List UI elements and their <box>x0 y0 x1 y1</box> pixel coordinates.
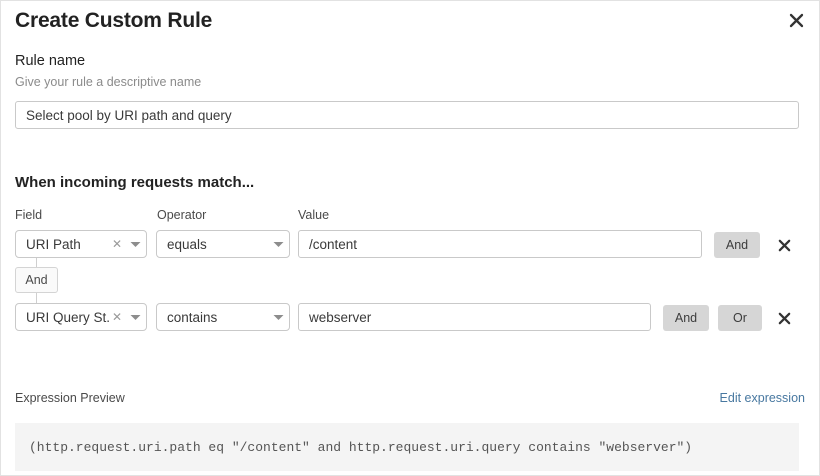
condition-row: URI Query St... ✕ contains <box>1 303 819 331</box>
chevron-down-icon[interactable] <box>267 314 289 321</box>
rule-name-label: Rule name <box>15 53 86 69</box>
rule-name-input[interactable] <box>15 101 799 129</box>
operator-select-1-value: equals <box>167 236 207 252</box>
close-icon <box>778 312 791 325</box>
match-section-heading: When incoming requests match... <box>15 174 255 191</box>
chevron-down-icon[interactable] <box>267 241 289 248</box>
connector-line-top <box>36 258 37 268</box>
clear-x-icon[interactable]: ✕ <box>111 310 123 324</box>
expression-preview-text: (http.request.uri.path eq "/content" and… <box>29 439 693 455</box>
edit-expression-link[interactable]: Edit expression <box>719 391 805 405</box>
field-select-1[interactable]: URI Path ✕ <box>15 230 147 258</box>
operator-select-1[interactable]: equals <box>156 230 290 258</box>
connector-line-bottom <box>36 293 37 303</box>
column-header-operator: Operator <box>157 208 207 222</box>
connector-and-badge[interactable]: And <box>15 267 58 293</box>
condition-row: URI Path ✕ equals <box>1 230 819 258</box>
delete-row-1-button[interactable] <box>773 234 795 256</box>
value-input-2[interactable] <box>298 303 651 331</box>
chevron-down-icon[interactable] <box>124 314 146 321</box>
and-button-row-2[interactable]: And <box>663 305 709 331</box>
column-header-value: Value <box>298 208 330 222</box>
value-input-1[interactable] <box>298 230 702 258</box>
chevron-down-icon[interactable] <box>124 241 146 248</box>
close-icon <box>778 239 791 252</box>
clear-x-icon[interactable]: ✕ <box>111 237 123 251</box>
field-select-1-value: URI Path <box>26 236 81 252</box>
field-select-2-value: URI Query St... <box>26 309 110 325</box>
expression-preview-label: Expression Preview <box>15 391 125 405</box>
or-button-row-2[interactable]: Or <box>718 305 762 331</box>
operator-select-2[interactable]: contains <box>156 303 290 331</box>
expression-preview-box: (http.request.uri.path eq "/content" and… <box>15 423 799 471</box>
field-select-2[interactable]: URI Query St... ✕ <box>15 303 147 331</box>
close-dialog-button[interactable] <box>783 7 809 33</box>
delete-row-2-button[interactable] <box>773 307 795 329</box>
rule-name-help-text: Give your rule a descriptive name <box>15 75 202 89</box>
operator-select-2-value: contains <box>167 309 218 325</box>
close-icon <box>789 13 804 28</box>
and-button-row-1[interactable]: And <box>714 232 760 258</box>
page-title: Create Custom Rule <box>15 9 213 32</box>
column-header-field: Field <box>15 208 43 222</box>
